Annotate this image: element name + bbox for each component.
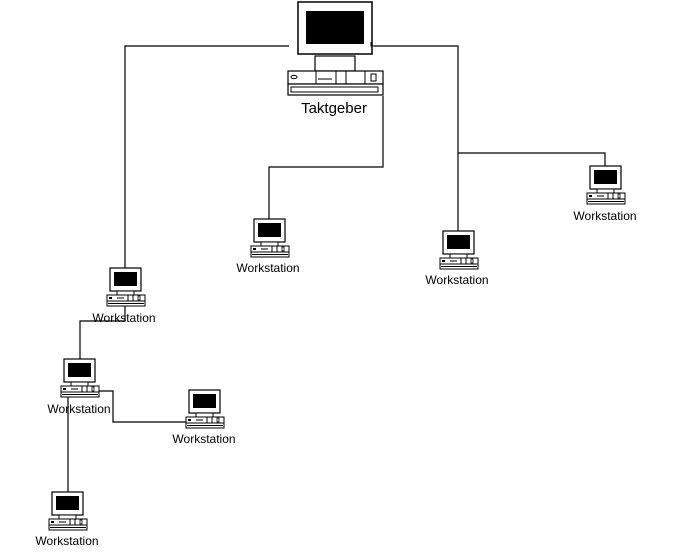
workstation-label: Workstation	[172, 432, 236, 446]
workstation-icon	[60, 358, 100, 398]
workstation-icon	[439, 230, 479, 270]
monitor-screen	[56, 496, 79, 510]
workstation-node	[48, 491, 88, 531]
workstation-label: Workstation	[236, 261, 300, 275]
connection-line-server-ws1	[124, 45, 289, 269]
workstation-label: Workstation	[92, 311, 156, 325]
monitor-screen	[258, 223, 281, 237]
workstation-icon	[106, 267, 146, 307]
monitor-screen	[193, 394, 216, 408]
monitor-stand	[70, 381, 89, 387]
monitor-stand	[58, 514, 77, 520]
monitor-screen	[306, 11, 364, 44]
workstation-icon	[250, 218, 290, 258]
workstation-node	[250, 218, 290, 258]
server-node	[287, 1, 384, 96]
connection-line-ws1-ws5	[79, 305, 126, 360]
connections	[67, 45, 606, 493]
workstation-icon	[185, 389, 225, 429]
workstation-icon	[586, 165, 626, 205]
drive-bay	[287, 83, 384, 96]
monitor-stand	[116, 290, 135, 296]
monitor-screen	[447, 235, 470, 249]
workstation-label: Workstation	[35, 534, 99, 548]
connection-line-ws5-ws6	[98, 390, 187, 423]
workstation-node	[60, 358, 100, 398]
monitor-stand	[596, 188, 615, 194]
monitor-screen	[594, 170, 617, 184]
monitor-stand	[260, 241, 279, 247]
server-computer-icon	[287, 1, 384, 96]
workstation-node	[586, 165, 626, 205]
workstation-label: Workstation	[47, 402, 111, 416]
connection-line-server-ws3	[374, 45, 459, 232]
workstation-node	[439, 230, 479, 270]
workstation-icon	[48, 491, 88, 531]
monitor-screen	[114, 272, 137, 286]
nodes	[48, 1, 626, 531]
connection-line-server-ws4	[458, 152, 606, 167]
workstation-node	[185, 389, 225, 429]
monitor-stand	[449, 253, 468, 259]
monitor-stand	[314, 55, 356, 72]
monitor-stand	[195, 412, 214, 418]
workstation-label: Workstation	[573, 209, 637, 223]
monitor-screen	[68, 363, 91, 377]
workstation-label: Workstation	[425, 273, 489, 287]
workstation-node	[106, 267, 146, 307]
server-label: Taktgeber	[301, 100, 367, 117]
connection-line-server-ws2	[268, 96, 384, 220]
